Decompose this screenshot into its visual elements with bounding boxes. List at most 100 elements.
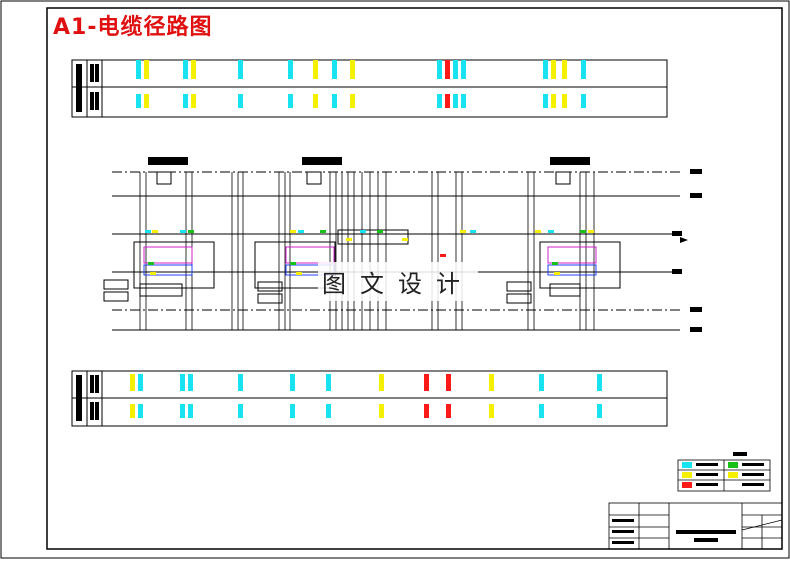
color-stub [152, 230, 158, 233]
strip-bar-small [446, 404, 451, 418]
strip-bar-small [290, 404, 295, 418]
strip-bar-small [424, 404, 429, 418]
strip-bar [539, 374, 544, 391]
strip-bar-small [350, 94, 355, 108]
color-stub [377, 230, 383, 233]
strip-bar-small [326, 404, 331, 418]
strip-bar [453, 60, 458, 79]
color-stub [554, 272, 560, 275]
strip-bar [350, 60, 355, 79]
strip-bar [238, 60, 243, 79]
color-stub [150, 272, 156, 275]
color-stub [402, 238, 408, 241]
color-stub [148, 262, 154, 265]
strip-bar [136, 60, 141, 79]
strip-bar-small [379, 404, 384, 418]
color-stub [360, 230, 366, 233]
strip-bar-small [597, 404, 602, 418]
strip-bar-small [288, 94, 293, 108]
strip-bar [489, 374, 494, 391]
strip-bar [290, 374, 295, 391]
strip-bar [551, 60, 556, 79]
strip-bar [597, 374, 602, 391]
color-stub [440, 254, 446, 257]
color-stub [296, 272, 302, 275]
strip-bar [183, 60, 188, 79]
color-stub [346, 238, 352, 241]
cable-drops [139, 172, 595, 330]
strip-bar-small [445, 94, 450, 108]
route-lines [112, 171, 680, 331]
strip-bar [424, 374, 429, 391]
color-stub [298, 230, 304, 233]
color-stubs [145, 230, 594, 275]
color-stub [145, 230, 151, 233]
strip-bar [130, 374, 135, 391]
strip-bar-small [453, 94, 458, 108]
strip-bar-small [188, 404, 193, 418]
strip-bar [238, 374, 243, 391]
strip-bar-small [183, 94, 188, 108]
strip-bar [437, 60, 442, 79]
strip-bar-small [437, 94, 442, 108]
inner-frame [46, 7, 783, 550]
strip-bar [313, 60, 318, 79]
station-left [103, 157, 215, 302]
strip-bar [379, 374, 384, 391]
strip-bar-small [238, 94, 243, 108]
strip-bar [461, 60, 466, 79]
strip-bar-small [581, 94, 586, 108]
color-stub [290, 230, 296, 233]
title-block [608, 502, 783, 550]
top-cable-table [71, 59, 668, 118]
strip-bar [288, 60, 293, 79]
color-stub [188, 230, 194, 233]
strip-bar-small [238, 404, 243, 418]
strip-bar-small [313, 94, 318, 108]
color-stub [290, 262, 296, 265]
station-right [506, 157, 621, 304]
line-end-labels [672, 169, 702, 332]
strip-bar [332, 60, 337, 79]
strip-bar-small [562, 94, 567, 108]
color-stub [470, 230, 476, 233]
strip-bar [188, 374, 193, 391]
color-stub [180, 230, 186, 233]
strip-bar-small [489, 404, 494, 418]
drawing-title: A1-电缆径路图 [53, 15, 213, 40]
bottom-cable-table [71, 370, 668, 427]
color-stub [552, 262, 558, 265]
strip-bar [326, 374, 331, 391]
color-stub [460, 230, 466, 233]
legend [677, 452, 771, 492]
strip-bar [543, 60, 548, 79]
strip-bar [144, 60, 149, 79]
strip-bar [138, 374, 143, 391]
strip-bar-small [130, 404, 135, 418]
color-stub [580, 230, 586, 233]
color-stub [588, 230, 594, 233]
strip-bar [445, 60, 450, 79]
color-stub [320, 230, 326, 233]
strip-bar-small [332, 94, 337, 108]
strip-bar-small [543, 94, 548, 108]
strip-bar-small [138, 404, 143, 418]
strip-bar [191, 60, 196, 79]
strip-bar-small [539, 404, 544, 418]
strip-bar-small [461, 94, 466, 108]
strip-bar [581, 60, 586, 79]
strip-bar-small [551, 94, 556, 108]
strip-bar-small [180, 404, 185, 418]
watermark: 图文设计 [318, 262, 478, 301]
strip-bar [446, 374, 451, 391]
strip-bar-small [136, 94, 141, 108]
strip-bar [180, 374, 185, 391]
strip-bar-small [144, 94, 149, 108]
color-stub [548, 230, 554, 233]
strip-bar [562, 60, 567, 79]
color-stub [535, 230, 541, 233]
strip-bar-small [191, 94, 196, 108]
